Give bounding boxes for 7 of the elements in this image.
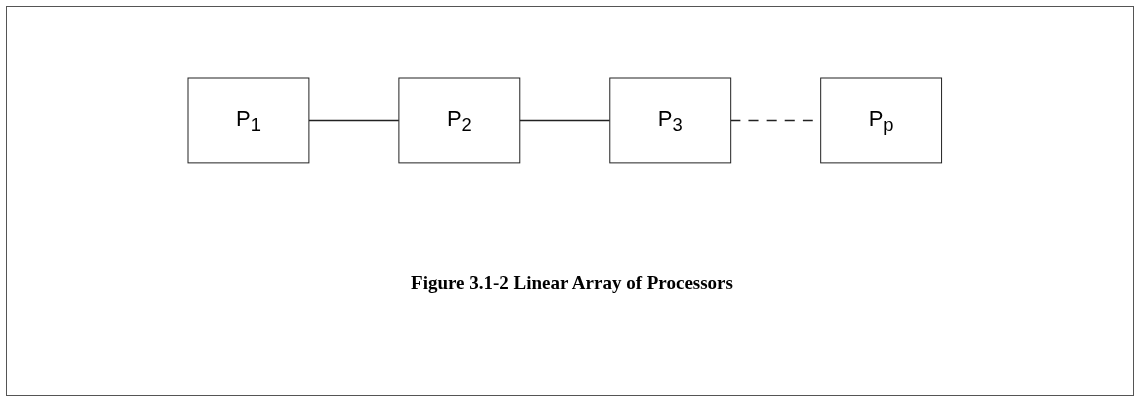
node-box: P$_{3}$ [609, 77, 732, 163]
node-box: P$_{2}$ [398, 77, 521, 163]
figure-caption: Figure 3.1-2 Linear Array of Processors [411, 272, 733, 293]
connector [308, 119, 400, 121]
node-box: P$_{p}$ [820, 77, 943, 163]
connector [519, 119, 611, 121]
node-box: P$_{1}$ [187, 77, 310, 163]
